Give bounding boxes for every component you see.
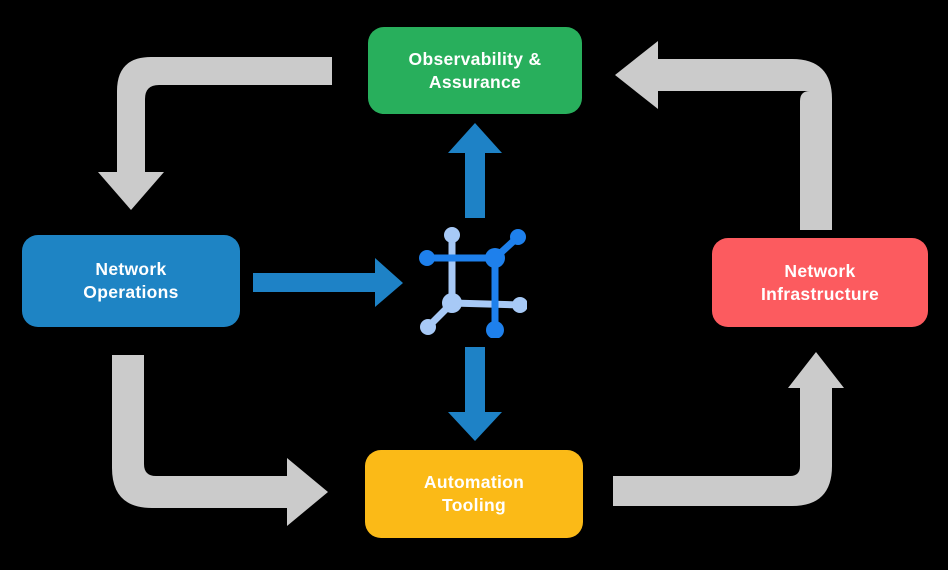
node-automation-tooling: Automation Tooling [365, 450, 583, 538]
node-label-line: Network [95, 259, 167, 279]
arrow-observability-to-operations [98, 57, 332, 210]
node-label-line: Network [784, 260, 856, 281]
node-label-line: Operations [83, 282, 179, 302]
arrow-operations-to-automation [112, 355, 328, 526]
node-network-operations: Network Operations [22, 235, 240, 327]
node-network-infrastructure: Network Infrastructure [712, 238, 928, 327]
node-label-line: Infrastructure [761, 283, 879, 304]
arrow-automation-to-infrastructure [613, 352, 844, 506]
node-label-line: Automation [423, 472, 525, 492]
arrow-infrastructure-to-observability [615, 41, 832, 230]
arrow-icon-to-observability [448, 123, 502, 218]
network-mesh-icon [419, 227, 527, 338]
arrow-icon-to-automation [448, 347, 502, 441]
node-label-line: Assurance [428, 71, 522, 92]
arrow-operations-to-icon [253, 258, 403, 307]
icon-dark-nodes [419, 229, 526, 338]
icon-light-nodes [420, 227, 527, 335]
node-label-line: Observability & [408, 48, 542, 69]
node-label-line: Tooling [442, 495, 506, 515]
node-observability-assurance: Observability & Assurance [368, 27, 582, 114]
